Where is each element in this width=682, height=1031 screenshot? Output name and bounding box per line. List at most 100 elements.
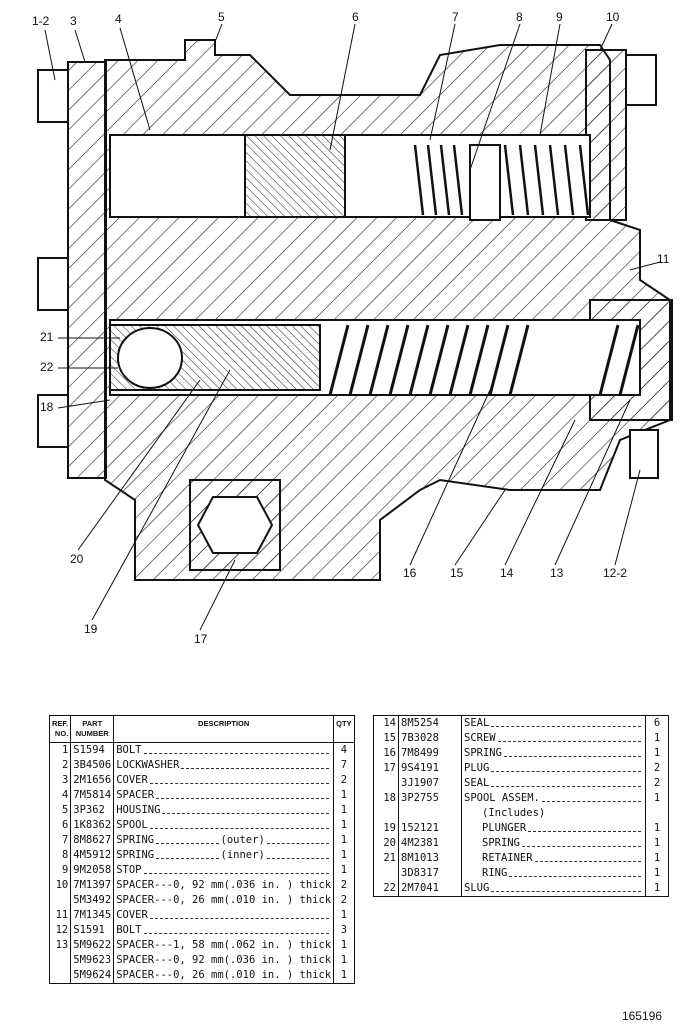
description: SEAL <box>461 715 646 731</box>
qty: 1 <box>340 789 348 801</box>
part-number: 152121 <box>398 821 462 836</box>
qty: 1 <box>340 939 348 951</box>
description: COVER <box>113 908 335 923</box>
description: SLUG <box>461 881 646 897</box>
part-number: 7M8499 <box>398 746 462 761</box>
part-number: 4M5912 <box>70 848 115 863</box>
description-text: RETAINER <box>482 852 533 864</box>
description-text: LOCKWASHER <box>116 759 180 771</box>
upper-right-cover <box>585 49 627 221</box>
description-text: SPRING <box>116 834 155 846</box>
ref-no <box>373 866 399 881</box>
qty: 2 <box>653 777 661 789</box>
callout-14: 14 <box>500 566 514 580</box>
part-number: 1K8362 <box>70 818 115 833</box>
ref-no: 5 <box>49 803 72 818</box>
spool-6 <box>244 134 346 218</box>
description-text: SPACER---0, 26 mm(.010 in. ) thick <box>116 894 332 906</box>
part-number <box>398 806 462 821</box>
part-number: 9M2058 <box>70 863 115 878</box>
part-number: S1594 <box>70 742 115 758</box>
callout-20: 20 <box>70 552 84 566</box>
part-number: 7B3028 <box>398 731 462 746</box>
qty: 2 <box>653 762 661 774</box>
callout-7: 7 <box>452 10 459 24</box>
stop-9 <box>469 144 501 221</box>
part-number: 3J1907 <box>398 776 462 791</box>
callout-5: 5 <box>218 10 225 24</box>
bolt-heads <box>37 54 659 479</box>
description-text: BOLT <box>116 744 142 756</box>
description: BOLT <box>113 742 335 758</box>
callout-21: 21 <box>40 330 54 344</box>
part-number: 7M1397 <box>70 878 115 893</box>
description-text: (Includes) <box>482 807 546 819</box>
callout-16: 16 <box>403 566 417 580</box>
description: LOCKWASHER <box>113 758 335 773</box>
description-text: SEAL <box>464 777 490 789</box>
description: SPRING (outer) <box>113 833 335 848</box>
part-number: 2M7041 <box>398 881 462 897</box>
valve-cross-section-drawing <box>37 23 673 631</box>
callout-22: 22 <box>40 360 54 374</box>
part-number: 5M9622 <box>70 938 115 953</box>
ref-no <box>373 776 399 791</box>
description: RING <box>461 866 646 881</box>
ref-no: 22 <box>373 881 399 897</box>
description-text: SPACER---0, 92 mm(.036 in. ) thick <box>116 954 332 966</box>
ref-no: 1 <box>49 742 72 758</box>
callout-4: 4 <box>115 12 122 26</box>
upper-springs <box>413 144 590 216</box>
qty: 1 <box>340 909 348 921</box>
part-number: 5M3492 <box>70 893 115 908</box>
part-number: 8M8627 <box>70 833 115 848</box>
qty <box>646 806 669 821</box>
description-text: COVER <box>116 909 148 921</box>
header-part-number: PART NUMBER <box>70 715 115 743</box>
description: (Includes) <box>461 806 646 821</box>
description: COVER <box>113 773 335 788</box>
part-number: 8M5254 <box>398 715 462 731</box>
description: SPRING <box>461 746 646 761</box>
qty: 1 <box>340 804 348 816</box>
description-note: (outer) <box>220 834 265 846</box>
left-cover <box>67 61 107 479</box>
lower-spring <box>328 324 640 396</box>
figure-code: 165196 <box>621 1009 662 1023</box>
qty: 1 <box>340 969 348 981</box>
description-note: (inner) <box>220 849 265 861</box>
ref-no <box>373 806 399 821</box>
callout-18: 18 <box>40 400 54 414</box>
part-number: 3P2755 <box>398 791 462 806</box>
description: SPACER---0, 92 mm(.036 in. ) thick <box>113 953 335 968</box>
description: BOLT <box>113 923 335 938</box>
description: SEAL <box>461 776 646 791</box>
description-text: SPACER <box>116 789 155 801</box>
ref-no: 18 <box>373 791 399 806</box>
description: SPRING (inner) <box>113 848 335 863</box>
description-text: SPRING <box>464 747 502 759</box>
callout-6: 6 <box>352 10 359 24</box>
callout-3: 3 <box>70 14 77 28</box>
qty: 1 <box>653 882 661 894</box>
description-text: SCREW <box>464 732 496 744</box>
callout-15: 15 <box>450 566 464 580</box>
callout-12-2: 12-2 <box>603 566 628 580</box>
qty: 1 <box>653 822 661 834</box>
part-number: 4M2381 <box>398 836 462 851</box>
description-text: SPRING <box>116 849 155 861</box>
upper-bore <box>109 134 591 218</box>
qty: 1 <box>340 864 348 876</box>
